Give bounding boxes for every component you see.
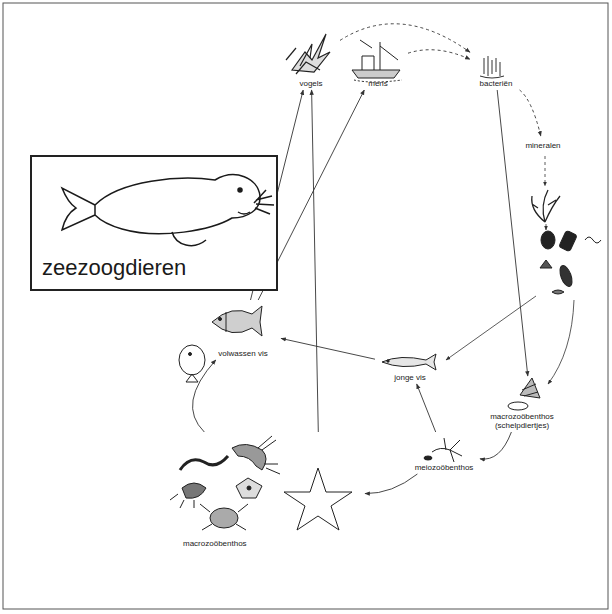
organism-node: meiozoöbenthos bbox=[408, 432, 480, 474]
bird-drawing bbox=[292, 34, 330, 72]
organism-node: jonge vis bbox=[375, 350, 445, 384]
node-label: macrozoöbenthos (schelpdiertjes) bbox=[484, 412, 560, 430]
macrobenthos-drawing bbox=[180, 456, 228, 470]
bird-drawing bbox=[286, 48, 296, 60]
macrobenthos-drawing bbox=[258, 436, 280, 474]
bivalve-drawing bbox=[520, 378, 540, 398]
adult-fish-drawing bbox=[186, 374, 198, 382]
organism-node: bacteriën bbox=[470, 52, 522, 90]
meiofauna-drawing bbox=[424, 456, 432, 460]
titled-box: zeezoogdieren bbox=[30, 155, 278, 291]
macrobenthos-drawing bbox=[247, 486, 251, 490]
plankton-drawing bbox=[558, 264, 575, 288]
fishing-boat-drawing bbox=[362, 56, 374, 70]
seaweed-drawing bbox=[532, 190, 560, 222]
plankton-drawing bbox=[552, 290, 564, 294]
node-label: macrozoöbenthos bbox=[183, 539, 247, 548]
node-label: mineralen bbox=[525, 141, 560, 150]
flow-arrow bbox=[312, 90, 319, 432]
cycle-arrows bbox=[546, 224, 547, 230]
cycle-arrows bbox=[446, 156, 574, 384]
organism-node: vogels bbox=[282, 28, 340, 90]
bacteria-drawing bbox=[480, 76, 504, 78]
adult-fish-drawing bbox=[212, 306, 262, 336]
plankton-drawing bbox=[559, 230, 577, 251]
flow-arrow bbox=[480, 432, 511, 459]
plankton-drawing bbox=[541, 231, 555, 249]
young-fish-drawing bbox=[387, 360, 389, 362]
bivalve-drawing bbox=[508, 378, 540, 410]
macrobenthos-drawing bbox=[232, 444, 266, 470]
box-title: zeezoogdieren bbox=[42, 255, 186, 281]
adult-fish-drawing bbox=[226, 312, 227, 332]
nutrient-node: mineralen bbox=[515, 136, 571, 154]
fishing-boat-drawing bbox=[352, 40, 402, 82]
plankton-drawing bbox=[540, 260, 552, 268]
adult-fish-drawing bbox=[179, 345, 205, 375]
macrobenthos-drawing bbox=[170, 436, 352, 530]
organism-node: macrozoöbenthos (schelpdiertjes) bbox=[484, 376, 560, 432]
organism-node: volwassen vis bbox=[205, 300, 281, 360]
node-label: mens bbox=[368, 79, 388, 88]
organism-node: mens bbox=[348, 36, 408, 90]
node-label: volwassen vis bbox=[218, 349, 267, 358]
bird-drawing bbox=[286, 34, 330, 74]
meiofauna-drawing bbox=[432, 438, 462, 462]
flow-arrow bbox=[417, 384, 436, 432]
flow-arrow bbox=[193, 360, 216, 432]
flow-arrow bbox=[408, 50, 470, 60]
node-label: meiozoöbenthos bbox=[415, 463, 474, 472]
node-label: jonge vis bbox=[394, 373, 426, 382]
bird-drawing bbox=[296, 62, 320, 74]
macrobenthos-drawing bbox=[200, 504, 248, 530]
flow-arrow bbox=[497, 90, 528, 376]
flow-arrow bbox=[340, 24, 470, 53]
macrobenthos-drawing bbox=[210, 508, 238, 528]
meiofauna-drawing bbox=[424, 438, 462, 462]
adult-fish-drawing bbox=[219, 318, 222, 321]
bivalve-drawing bbox=[522, 384, 538, 396]
adult-fish-drawing bbox=[189, 353, 192, 356]
young-fish-drawing bbox=[382, 354, 436, 370]
macrobenthos-drawing bbox=[170, 494, 194, 508]
node-label: bacteriën bbox=[480, 79, 513, 88]
plankton-drawing bbox=[540, 230, 601, 294]
young-fish-drawing bbox=[382, 354, 436, 370]
node-label: vogels bbox=[299, 79, 322, 88]
cycle-arrows bbox=[548, 300, 574, 384]
adult-fish-drawing bbox=[179, 306, 262, 382]
macrobenthos-drawing bbox=[182, 483, 206, 498]
fishing-boat-drawing bbox=[360, 40, 398, 70]
bacteria-drawing bbox=[480, 56, 504, 78]
seaweed-drawing bbox=[532, 190, 560, 222]
flow-arrow bbox=[520, 90, 541, 136]
flow-arrow bbox=[281, 338, 375, 359]
macrobenthos-drawing bbox=[284, 468, 352, 530]
fishing-boat-drawing bbox=[352, 70, 400, 78]
bacteria-drawing bbox=[484, 56, 500, 76]
outer-frame bbox=[3, 3, 608, 609]
plankton-drawing bbox=[585, 237, 601, 243]
organism-node: macrozoöbenthos bbox=[165, 432, 365, 552]
cycle-arrows bbox=[545, 156, 546, 186]
macrobenthos-drawing bbox=[236, 478, 262, 498]
bivalve-drawing bbox=[508, 402, 528, 410]
flow-arrow bbox=[365, 474, 417, 494]
